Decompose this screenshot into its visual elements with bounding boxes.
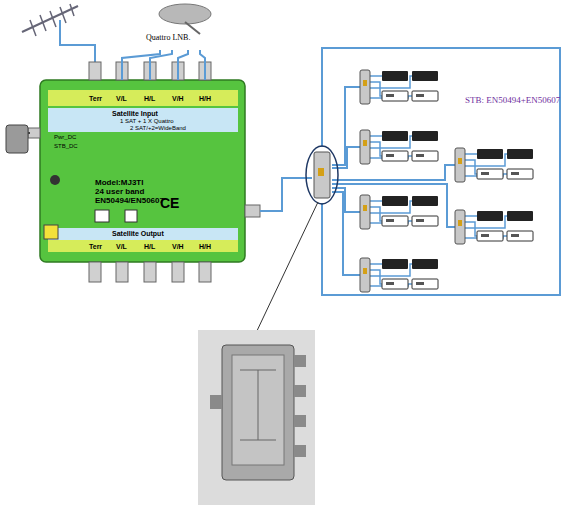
coax-cable bbox=[200, 50, 205, 80]
node-text: Quattro LNB. bbox=[146, 33, 250, 42]
coax-cable bbox=[178, 50, 188, 80]
satellite-dish bbox=[159, 4, 211, 34]
text-label: CE bbox=[160, 196, 179, 210]
main-splitter bbox=[306, 146, 338, 204]
splitter-photo bbox=[198, 202, 318, 505]
text-label: V/L bbox=[116, 95, 127, 102]
text-label: Satellite Output bbox=[112, 230, 164, 237]
node-text: 24 user band bbox=[95, 187, 245, 196]
satellite-dish-node: Quattro LNB. bbox=[140, 2, 250, 50]
text-label: STB: EN50494+EN50607 bbox=[465, 96, 560, 105]
text-label: Pwr_DC bbox=[54, 134, 76, 140]
text-label: V/H bbox=[172, 95, 184, 102]
text-label: H/L bbox=[144, 95, 155, 102]
text-label: H/H bbox=[199, 95, 211, 102]
coax-cables bbox=[260, 48, 560, 295]
text-label: Satellite Input bbox=[112, 110, 158, 117]
text-label: 2 SAT/+2=WideBand bbox=[130, 125, 186, 131]
coax-cable bbox=[122, 50, 160, 80]
coax-cable bbox=[150, 50, 172, 80]
text-label: H/H bbox=[199, 243, 211, 250]
terrestrial-antenna bbox=[22, 4, 95, 62]
node-text: Model:MJ3TI bbox=[95, 178, 245, 187]
text-label: H/L bbox=[144, 243, 155, 250]
f-connector-ports bbox=[89, 62, 211, 282]
power-adapter bbox=[6, 125, 30, 153]
multiswitch-body bbox=[28, 80, 260, 262]
text-label: V/L bbox=[116, 243, 127, 250]
text-label: 1 SAT + 1 X Quattro bbox=[120, 118, 174, 124]
text-label: V/H bbox=[172, 243, 184, 250]
text-label: Terr bbox=[89, 95, 102, 102]
text-label: STB_DC bbox=[54, 143, 78, 149]
text-label: Terr bbox=[89, 243, 102, 250]
